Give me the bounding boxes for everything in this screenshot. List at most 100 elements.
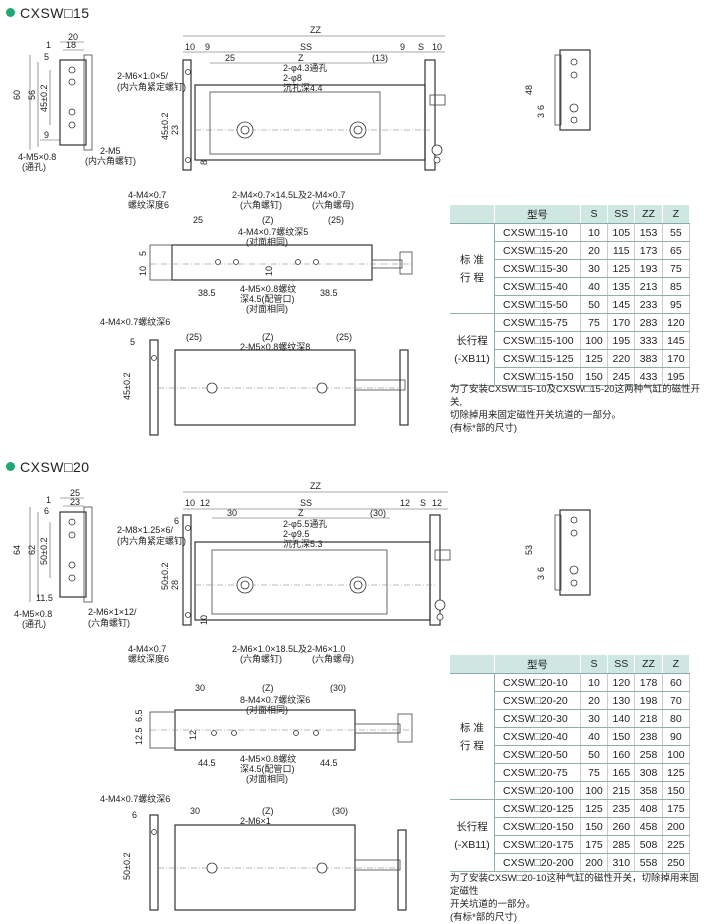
front-view: ZZ SS Z 10 9 9 10 S 25 (13) 2-M6×1.0×5/ … <box>117 25 446 210</box>
svg-text:2-M6×1×12/: 2-M6×1×12/ <box>88 607 137 617</box>
value-cell: 100 <box>580 331 609 350</box>
svg-text:9: 9 <box>44 130 49 140</box>
plan-view: 25 (Z) (25) 4-M4×0.7螺纹深5 (对面相同) 5 10 10 … <box>138 215 413 314</box>
section-title: CXSW□15 <box>6 5 90 21</box>
svg-text:20: 20 <box>68 32 78 42</box>
value-cell: 75 <box>580 313 609 332</box>
value-cell: 173 <box>634 241 663 260</box>
table-note: 为了安装CXSW□15-10及CXSW□15-20这两种气缸的磁性开关, 切除掉… <box>450 384 701 434</box>
model-cell: CXSW□20-10 <box>494 673 581 692</box>
value-cell: 178 <box>634 673 663 692</box>
svg-text:5: 5 <box>44 52 49 62</box>
model-cell: CXSW□20-150 <box>494 817 581 836</box>
svg-text:2-φ4.3通孔: 2-φ4.3通孔 <box>283 63 327 73</box>
svg-text:45±0.2: 45±0.2 <box>122 373 132 400</box>
value-cell: 20 <box>580 241 609 260</box>
svg-text:4-M5×0.8: 4-M5×0.8 <box>14 609 52 619</box>
svg-text:2-M5×0.8螺纹深8: 2-M5×0.8螺纹深8 <box>240 341 310 352</box>
value-cell: 55 <box>662 223 691 242</box>
value-cell: 310 <box>607 853 636 872</box>
svg-text:2-M8×1.25×6/: 2-M8×1.25×6/ <box>117 525 174 535</box>
column-header: ZZ <box>634 655 663 674</box>
value-cell: 408 <box>634 799 663 818</box>
svg-text:12: 12 <box>200 498 210 508</box>
value-cell: 20 <box>580 691 609 710</box>
svg-text:6: 6 <box>536 567 546 572</box>
value-cell: 225 <box>662 835 691 854</box>
svg-text:(25): (25) <box>328 215 344 225</box>
svg-text:ZZ: ZZ <box>310 25 321 35</box>
value-cell: 175 <box>580 835 609 854</box>
svg-text:64: 64 <box>12 545 22 555</box>
svg-text:(通孔): (通孔) <box>22 162 46 172</box>
svg-text:(内六角紧定螺钉): (内六角紧定螺钉) <box>117 535 186 546</box>
value-cell: 245 <box>607 367 636 386</box>
model-cell: CXSW□15-100 <box>494 331 581 350</box>
value-cell: 150 <box>580 817 609 836</box>
svg-text:48: 48 <box>524 85 534 95</box>
value-cell: 215 <box>607 781 636 800</box>
svg-text:3: 3 <box>536 113 546 118</box>
svg-text:62: 62 <box>27 545 37 555</box>
svg-text:23: 23 <box>70 497 80 507</box>
value-cell: 125 <box>607 259 636 278</box>
value-cell: 358 <box>634 781 663 800</box>
model-cell: CXSW□15-50 <box>494 295 581 314</box>
right-view: 48 6 3 <box>524 49 591 131</box>
svg-text:30: 30 <box>195 683 205 693</box>
row-group-label: 标 准 行 程 <box>450 673 495 800</box>
value-cell: 170 <box>607 313 636 332</box>
value-cell: 60 <box>662 673 691 692</box>
model-cell: CXSW□15-40 <box>494 277 581 296</box>
svg-text:S: S <box>418 42 424 52</box>
svg-text:沉孔深4.4: 沉孔深4.4 <box>283 83 323 93</box>
value-cell: 65 <box>662 241 691 260</box>
svg-text:50±0.2: 50±0.2 <box>39 538 49 565</box>
svg-text:44.5: 44.5 <box>198 758 216 768</box>
value-cell: 85 <box>662 277 691 296</box>
svg-text:10: 10 <box>432 42 442 52</box>
svg-text:6: 6 <box>44 506 49 516</box>
svg-text:SS: SS <box>300 498 312 508</box>
value-cell: 100 <box>662 745 691 764</box>
svg-text:2-φ5.5通孔: 2-φ5.5通孔 <box>283 519 327 529</box>
svg-text:(通孔): (通孔) <box>22 619 46 629</box>
svg-text:1: 1 <box>46 40 51 50</box>
value-cell: 153 <box>634 223 663 242</box>
value-cell: 383 <box>634 349 663 368</box>
model-cell: CXSW□20-40 <box>494 727 581 746</box>
value-cell: 558 <box>634 853 663 872</box>
svg-text:(Z): (Z) <box>262 683 274 693</box>
svg-text:45±0.2: 45±0.2 <box>39 85 49 112</box>
value-cell: 130 <box>607 691 636 710</box>
value-cell: 140 <box>607 709 636 728</box>
svg-text:12: 12 <box>432 498 442 508</box>
value-cell: 193 <box>634 259 663 278</box>
value-cell: 433 <box>634 367 663 386</box>
svg-text:2-M5: 2-M5 <box>100 146 121 156</box>
row-group-label: 长行程 (-XB11) <box>450 313 495 386</box>
svg-text:1: 1 <box>46 495 51 505</box>
svg-text:56: 56 <box>27 90 37 100</box>
svg-text:50±0.2: 50±0.2 <box>122 853 132 880</box>
column-header: 型号 <box>494 205 581 224</box>
svg-text:11.5: 11.5 <box>36 593 53 603</box>
value-cell: 170 <box>662 349 691 368</box>
value-cell: 238 <box>634 727 663 746</box>
svg-text:4-M4×0.7螺纹深6: 4-M4×0.7螺纹深6 <box>100 793 170 804</box>
value-cell: 165 <box>607 763 636 782</box>
value-cell: 40 <box>580 727 609 746</box>
svg-text:(内六角紧定螺钉): (内六角紧定螺钉) <box>117 81 186 92</box>
svg-text:23: 23 <box>170 125 180 135</box>
svg-text:25: 25 <box>193 215 203 225</box>
value-cell: 458 <box>634 817 663 836</box>
svg-text:10: 10 <box>264 266 274 276</box>
svg-text:(30): (30) <box>370 508 386 518</box>
column-header: SS <box>607 655 636 674</box>
